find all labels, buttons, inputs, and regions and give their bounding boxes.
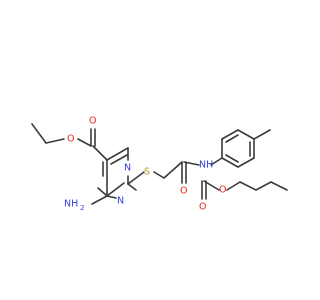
bonds bbox=[31, 123, 288, 205]
bond bbox=[237, 157, 255, 168]
bond bbox=[110, 154, 128, 165]
atom-nitrogen: N bbox=[124, 163, 131, 174]
bond bbox=[153, 171, 165, 179]
bond bbox=[91, 195, 108, 205]
bond bbox=[239, 181, 257, 191]
bond bbox=[106, 147, 129, 161]
bond bbox=[77, 138, 92, 147]
atom-oxygen: O bbox=[180, 186, 187, 197]
molecule-drawing: O O NH 2 N N S O NH O O bbox=[31, 116, 288, 213]
atom-oxygen: O bbox=[89, 116, 96, 127]
atom-sulfur: S bbox=[144, 167, 150, 178]
bond bbox=[221, 129, 239, 140]
atom-labels: O O NH 2 N N S O NH O O bbox=[64, 116, 226, 213]
bond bbox=[237, 129, 255, 140]
bond bbox=[203, 180, 220, 191]
atom-amino: NH bbox=[64, 199, 78, 210]
atom-nitrogen: N bbox=[117, 196, 124, 207]
bond bbox=[221, 157, 239, 168]
bond bbox=[226, 181, 241, 191]
atom-oxygen: O bbox=[199, 202, 206, 213]
bond bbox=[31, 123, 47, 144]
bond bbox=[163, 161, 183, 179]
bond bbox=[127, 183, 137, 191]
bond bbox=[183, 161, 200, 166]
bond bbox=[45, 138, 65, 144]
bond bbox=[92, 145, 108, 161]
atom-oxygen: O bbox=[219, 185, 226, 196]
bond bbox=[255, 181, 272, 191]
atom-amide-nh: NH bbox=[199, 160, 213, 171]
structure-canvas: O O NH 2 N N S O NH O O bbox=[31, 115, 288, 213]
bond bbox=[253, 129, 271, 140]
bond bbox=[270, 181, 288, 191]
bond bbox=[225, 154, 239, 163]
bond bbox=[210, 157, 223, 166]
bond bbox=[106, 182, 125, 197]
atom-amino-subscript: 2 bbox=[80, 204, 84, 212]
bond bbox=[127, 171, 145, 185]
atom-oxygen: O bbox=[67, 134, 74, 145]
bond bbox=[106, 195, 117, 199]
bond bbox=[225, 134, 239, 143]
bond bbox=[97, 187, 108, 197]
